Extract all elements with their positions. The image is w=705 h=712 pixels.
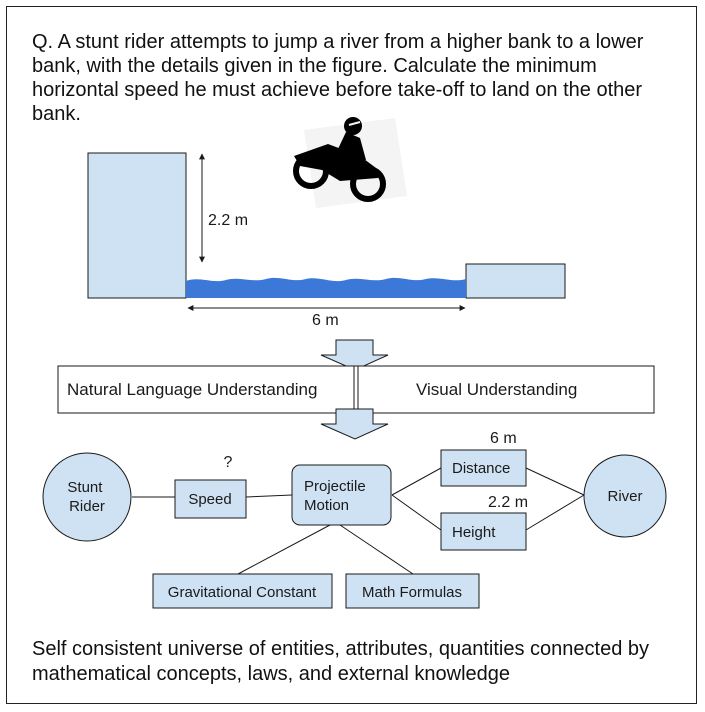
height-value: 2.2 m [488, 494, 528, 511]
math-formulas-node [345, 573, 480, 609]
height-label: 2.2 m [208, 212, 248, 229]
figure-frame [6, 6, 697, 704]
speed-unknown-label: ? [224, 454, 233, 471]
distance-node [440, 449, 527, 487]
height-node-label: Height [452, 524, 496, 541]
stunt-rider-label: Stunt Rider [67, 479, 106, 515]
projectile-motion-label: Projectile Motion [304, 478, 370, 514]
height-node [440, 512, 527, 551]
footer-text: Self consistent universe of entities, at… [32, 638, 650, 685]
visual-label: Visual Understanding [416, 380, 577, 399]
down-arrow-bottom [320, 408, 389, 440]
down-arrow-top [320, 339, 389, 371]
higher-bank [87, 152, 187, 299]
river-water [186, 277, 466, 298]
motorcycle-rider-icon [293, 117, 407, 208]
gravitational-constant-node [152, 573, 333, 609]
understanding-box [57, 365, 655, 414]
speed-label: Speed [188, 491, 231, 508]
width-label: 6 m [312, 312, 339, 329]
projectile-motion-node [291, 464, 392, 526]
nlu-label: Natural Language Understanding [67, 380, 317, 399]
river-node [583, 454, 667, 538]
stunt-rider-node [42, 452, 132, 542]
graph-edges [132, 467, 585, 575]
speed-node [174, 479, 247, 519]
gravitational-constant-label: Gravitational Constant [168, 584, 317, 601]
question-text: Q. A stunt rider attempts to jump a rive… [32, 31, 644, 125]
lower-bank [465, 263, 566, 299]
river-label: River [607, 488, 642, 505]
distance-label: Distance [452, 460, 510, 477]
math-formulas-label: Math Formulas [362, 584, 462, 601]
distance-value: 6 m [490, 430, 517, 447]
